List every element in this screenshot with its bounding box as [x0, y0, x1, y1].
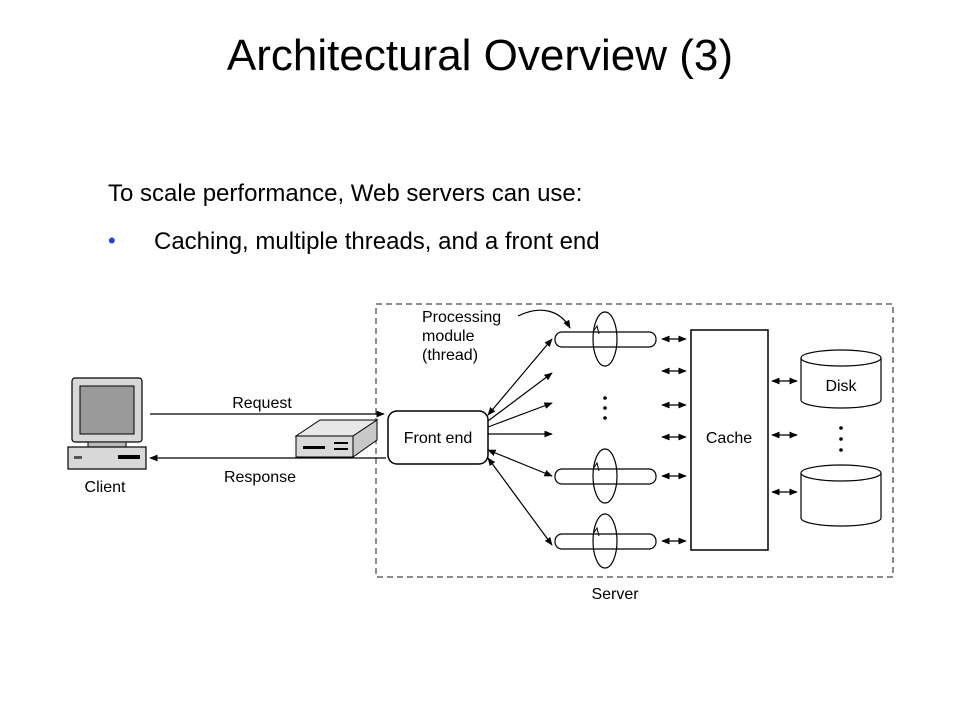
- bullet-text: Caching, multiple threads, and a front e…: [154, 228, 600, 255]
- response-label: Response: [224, 469, 296, 486]
- client-label: Client: [85, 479, 126, 496]
- request-label: Request: [232, 395, 292, 412]
- router-device-icon: [294, 419, 379, 458]
- cache-label: Cache: [706, 430, 752, 447]
- cache-box: [690, 329, 769, 551]
- front-end-fanout-arrows: [487, 338, 553, 546]
- disk-2-icon: [800, 464, 882, 527]
- disk-ellipsis: [839, 426, 843, 452]
- processing-thread-2: [554, 448, 657, 504]
- client-computer-icon: [67, 377, 147, 470]
- intro-text: To scale performance, Web servers can us…: [108, 180, 583, 207]
- bullet-item: • Caching, multiple threads, and a front…: [108, 228, 600, 256]
- thread-ellipsis: [603, 396, 607, 420]
- processing-module-label: Processing module (thread): [422, 309, 506, 364]
- bullet-list: • Caching, multiple threads, and a front…: [108, 228, 600, 256]
- front-end-label: Front end: [404, 430, 472, 447]
- disk-1-icon: [800, 349, 882, 409]
- front-end-box: [387, 410, 489, 465]
- server-label: Server: [591, 586, 639, 603]
- bullet-dot-icon: •: [108, 228, 116, 253]
- thread-cache-arrows: [661, 335, 687, 545]
- processing-module-pointer-arrow: [517, 309, 571, 329]
- processing-thread-1: [554, 311, 657, 367]
- disk-label: Disk: [825, 378, 857, 395]
- slide-title: Architectural Overview (3): [226, 31, 734, 80]
- cache-disk-arrows: [771, 377, 798, 496]
- processing-thread-3: [554, 513, 657, 569]
